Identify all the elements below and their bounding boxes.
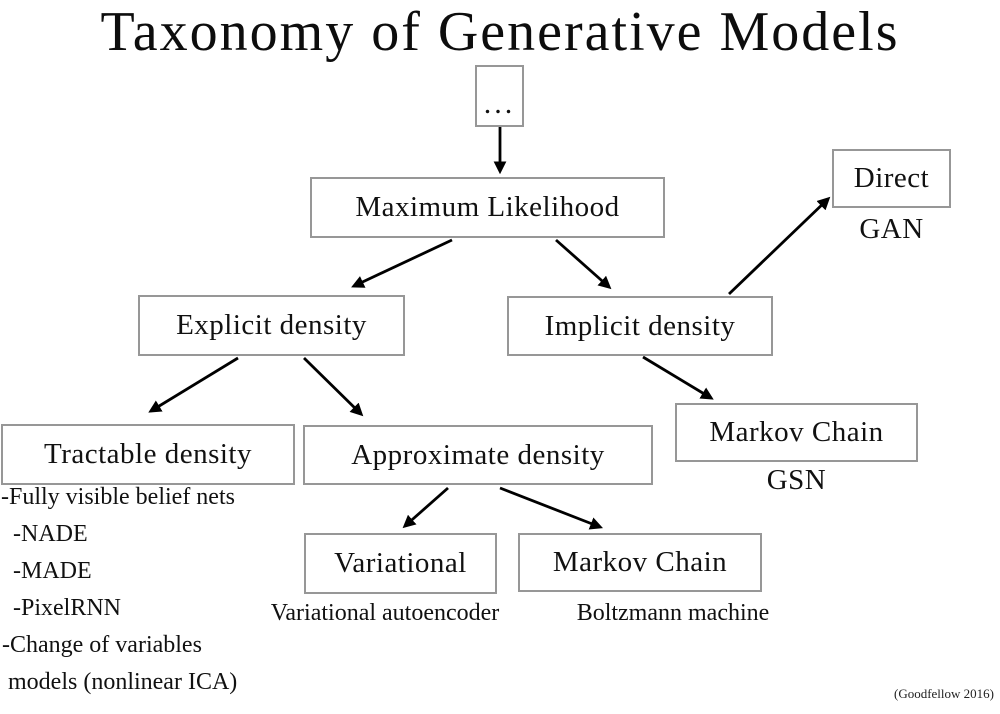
node-root-label: ... xyxy=(483,87,516,120)
list-item-nonlinear-ica: models (nonlinear ICA) xyxy=(8,669,238,695)
list-item-change-of-variables: -Change of variables xyxy=(2,632,202,658)
node-implicit-density: Implicit density xyxy=(507,296,773,356)
node-variational: Variational xyxy=(304,533,497,594)
node-tractable-density-label: Tractable density xyxy=(44,438,252,470)
node-variational-label: Variational xyxy=(334,547,467,579)
node-explicit-density: Explicit density xyxy=(138,295,405,356)
sublabel-boltzmann-machine: Boltzmann machine xyxy=(576,600,770,626)
list-item-nade: -NADE xyxy=(13,521,88,547)
sublabel-gsn: GSN xyxy=(766,464,827,496)
node-maximum-likelihood: Maximum Likelihood xyxy=(310,177,665,238)
node-markov-chain-gsn-label: Markov Chain xyxy=(709,416,884,448)
node-root: ... xyxy=(475,65,524,127)
node-tractable-density: Tractable density xyxy=(1,424,295,485)
arrow-approximate-to-variational xyxy=(402,486,449,529)
arrow-explicit-to-approximate xyxy=(303,357,364,417)
arrow-explicit-to-tractable xyxy=(148,356,239,413)
list-item-made: -MADE xyxy=(13,558,92,584)
node-direct: Direct xyxy=(832,149,951,208)
node-markov-chain-gsn: Markov Chain xyxy=(675,403,918,462)
list-item-fvbn: -Fully visible belief nets xyxy=(1,484,235,510)
arrow-implicit-to-direct xyxy=(728,196,831,296)
list-item-pixelrnn: -PixelRNN xyxy=(13,595,121,621)
sublabel-variational-autoencoder: Variational autoencoder xyxy=(270,600,500,626)
node-implicit-density-label: Implicit density xyxy=(544,309,736,342)
attribution: (Goodfellow 2016) xyxy=(893,686,994,701)
arrow-implicit-to-markov-gsn xyxy=(642,355,714,400)
node-markov-chain-boltzmann: Markov Chain xyxy=(518,533,762,592)
node-approximate-density: Approximate density xyxy=(303,425,653,485)
arrow-max-likelihood-to-implicit xyxy=(555,238,612,290)
arrow-approximate-to-markov-boltzmann xyxy=(499,486,603,530)
node-maximum-likelihood-label: Maximum Likelihood xyxy=(355,191,620,223)
node-explicit-density-label: Explicit density xyxy=(176,309,367,341)
sublabel-gan: GAN xyxy=(859,213,924,245)
slide-title: Taxonomy of Generative Models xyxy=(100,1,900,63)
arrow-max-likelihood-to-explicit xyxy=(351,238,453,288)
node-markov-chain-boltzmann-label: Markov Chain xyxy=(552,546,728,578)
node-approximate-density-label: Approximate density xyxy=(351,438,605,471)
node-direct-label: Direct xyxy=(853,162,930,194)
